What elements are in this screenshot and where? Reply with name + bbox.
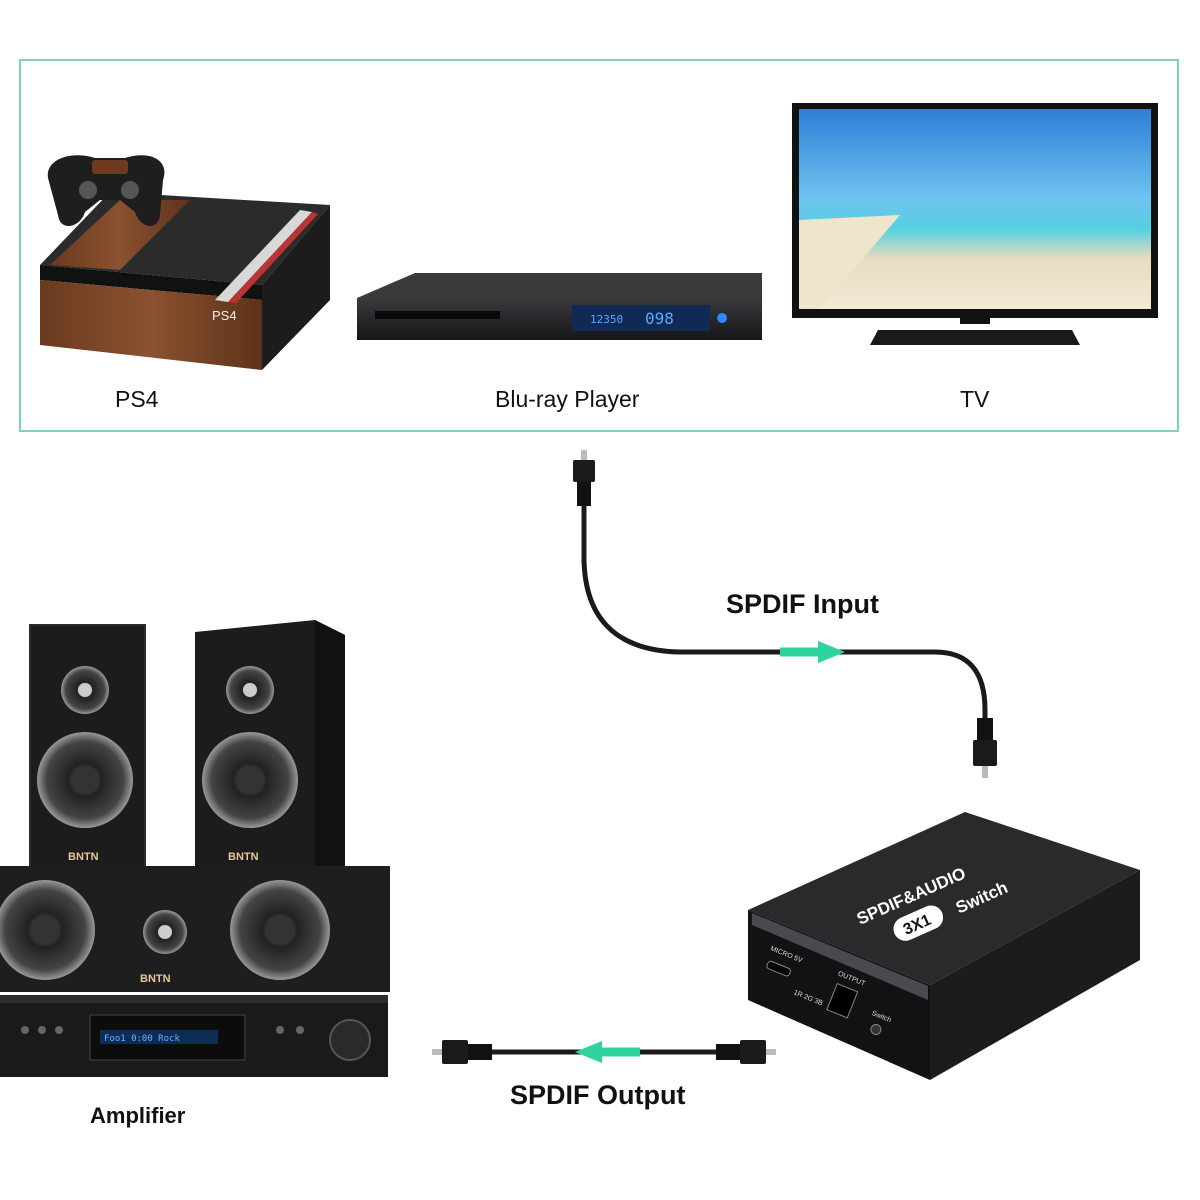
center-speaker-brand: BNTN: [140, 973, 171, 985]
bluray-display-right: 098: [645, 309, 674, 328]
bluray-illustration: 12350 098: [357, 273, 762, 340]
bluray-display-left: 12350: [590, 313, 623, 326]
speaker-right: BNTN: [195, 620, 345, 870]
spdif-input-cable: [573, 450, 997, 778]
receiver-display: Foo1 0:00 Rock: [104, 1034, 180, 1044]
tv-label: TV: [960, 386, 990, 412]
speaker-left-brand: BNTN: [68, 851, 99, 863]
speaker-left: BNTN: [29, 624, 146, 871]
center-speaker: BNTN: [0, 866, 390, 992]
amplifier-label: Amplifier: [90, 1103, 186, 1128]
devices-frame: [19, 59, 1179, 432]
spdif-output-label: SPDIF Output: [510, 1080, 686, 1110]
receiver-illustration: Foo1 0:00 Rock: [0, 995, 388, 1077]
ps4-illustration: PS4: [40, 155, 330, 370]
bluray-label: Blu-ray Player: [495, 386, 640, 412]
ps4-label: PS4: [115, 386, 159, 412]
tv-illustration: [792, 103, 1158, 345]
ps4-badge: PS4: [212, 308, 237, 323]
spdif-output-cable: [432, 1040, 776, 1064]
spdif-input-label: SPDIF Input: [726, 589, 879, 619]
speaker-right-brand: BNTN: [228, 851, 259, 863]
switch-box-illustration: SPDIF&AUDIO 3X1 Switch MICRO 5V 1R 2G 3B…: [748, 812, 1140, 1080]
